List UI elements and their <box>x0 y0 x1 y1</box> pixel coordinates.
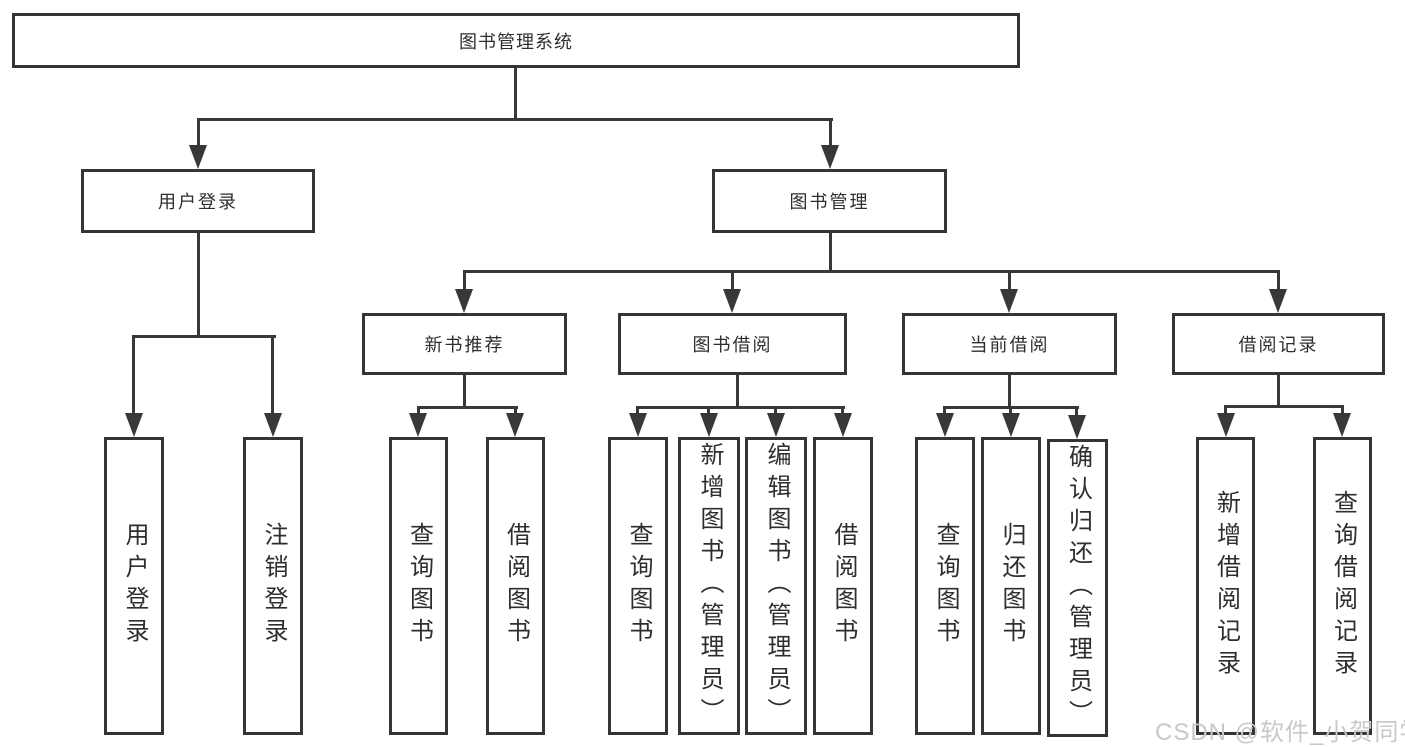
connector-borrow-hbar <box>636 406 845 409</box>
arrow-down-book-borrow <box>723 289 741 313</box>
connector-login-stem <box>197 233 200 337</box>
leaf-add-borrow-record-label: 新增借阅记录 <box>1212 490 1240 682</box>
connector-current-drop-2 <box>1009 406 1012 415</box>
leaf-return-books: 归还图书 <box>981 437 1041 735</box>
connector-borrow-drop-3 <box>774 406 777 415</box>
connector-mgmt-hbar <box>463 270 1280 273</box>
connector-current-drop-1 <box>943 406 946 415</box>
connector-root-stem <box>514 68 517 120</box>
leaf-add-borrow-record: 新增借阅记录 <box>1196 437 1255 735</box>
node-user-login-label: 用户登录 <box>158 192 238 212</box>
arrow-down-query-borrow-record <box>1333 413 1351 437</box>
connector-mgmt-drop-3 <box>1008 270 1011 291</box>
connector-login-drop-2 <box>271 335 274 415</box>
arrow-down-query-books-recommend <box>409 413 427 437</box>
connector-mgmt-stem <box>829 233 832 272</box>
connector-records-drop-1 <box>1224 405 1227 415</box>
connector-recommend-stem <box>463 375 466 409</box>
node-new-book-recommend-label: 新书推荐 <box>424 335 505 355</box>
arrow-down-new-book-recommend <box>455 289 473 313</box>
leaf-borrow-books-borrow: 借阅图书 <box>813 437 873 735</box>
leaf-logout-label: 注销登录 <box>260 522 287 650</box>
node-user-login: 用户登录 <box>81 169 315 233</box>
leaf-borrow-books-recommend-label: 借阅图书 <box>502 522 530 650</box>
leaf-edit-book-admin: 编辑图书（管理员） <box>745 437 807 735</box>
leaf-query-borrow-record-label: 查询借阅记录 <box>1329 490 1357 682</box>
leaf-add-book-admin-label: 新增图书（管理员） <box>696 442 723 730</box>
arrow-down-add-borrow-record <box>1217 413 1235 437</box>
leaf-query-books-current: 查询图书 <box>915 437 975 735</box>
connector-recommend-hbar <box>417 406 518 409</box>
connector-root-drop-right <box>829 118 832 148</box>
connector-login-hbar <box>132 335 276 338</box>
connector-borrow-drop-4 <box>841 406 844 415</box>
arrow-down-book-management <box>821 145 839 169</box>
arrow-down-edit-book-admin <box>767 413 785 437</box>
leaf-logout: 注销登录 <box>243 437 303 735</box>
arrow-down-borrow-records <box>1269 289 1287 313</box>
node-root: 图书管理系统 <box>12 13 1020 68</box>
connector-recommend-drop-1 <box>417 406 420 415</box>
connector-records-stem <box>1277 375 1280 408</box>
arrow-down-query-books-current <box>936 413 954 437</box>
leaf-query-borrow-record: 查询借阅记录 <box>1313 437 1372 735</box>
csdn-watermark: CSDN @软件_小贺同学 <box>1155 719 1405 746</box>
node-book-management-label: 图书管理 <box>789 192 870 212</box>
arrow-down-borrow-books-recommend <box>506 413 524 437</box>
node-borrow-records: 借阅记录 <box>1172 313 1385 375</box>
leaf-user-login: 用户登录 <box>104 437 164 735</box>
connector-borrow-drop-1 <box>636 406 639 415</box>
leaf-borrow-books-recommend: 借阅图书 <box>486 437 545 735</box>
connector-login-drop-1 <box>132 335 135 415</box>
leaf-user-login-label: 用户登录 <box>121 522 148 650</box>
node-current-borrow: 当前借阅 <box>902 313 1117 375</box>
node-book-borrow: 图书借阅 <box>618 313 847 375</box>
connector-records-hbar <box>1224 405 1344 408</box>
connector-current-drop-3 <box>1075 406 1078 415</box>
arrow-down-leaf-logout <box>264 413 282 437</box>
leaf-query-books-recommend-label: 查询图书 <box>405 522 433 650</box>
leaf-borrow-books-borrow-label: 借阅图书 <box>830 522 857 650</box>
arrow-down-user-login <box>189 145 207 169</box>
node-book-management: 图书管理 <box>712 169 947 233</box>
arrow-down-add-book-admin <box>700 413 718 437</box>
leaf-return-books-label: 归还图书 <box>998 522 1025 650</box>
arrow-down-leaf-user-login <box>125 413 143 437</box>
connector-root-drop-left <box>197 118 200 148</box>
arrow-down-borrow-books-borrow <box>834 413 852 437</box>
leaf-add-book-admin: 新增图书（管理员） <box>678 437 740 735</box>
leaf-query-books-recommend: 查询图书 <box>389 437 448 735</box>
leaf-query-books-borrow: 查询图书 <box>608 437 668 735</box>
leaf-edit-book-admin-label: 编辑图书（管理员） <box>763 442 790 730</box>
connector-mgmt-drop-1 <box>463 270 466 291</box>
node-new-book-recommend: 新书推荐 <box>362 313 567 375</box>
arrow-down-current-borrow <box>1000 289 1018 313</box>
node-borrow-records-label: 借阅记录 <box>1238 335 1319 355</box>
node-current-borrow-label: 当前借阅 <box>969 335 1050 355</box>
connector-current-stem <box>1008 375 1011 409</box>
leaf-confirm-return-admin: 确认归还（管理员） <box>1047 439 1108 737</box>
node-root-label: 图书管理系统 <box>459 31 573 52</box>
arrow-down-query-books-borrow <box>629 413 647 437</box>
leaf-confirm-return-admin-label: 确认归还（管理员） <box>1064 444 1092 732</box>
connector-borrow-stem <box>736 375 739 409</box>
leaf-query-books-borrow-label: 查询图书 <box>625 522 652 650</box>
connector-mgmt-drop-2 <box>731 270 734 291</box>
leaf-query-books-current-label: 查询图书 <box>932 522 959 650</box>
node-book-borrow-label: 图书借阅 <box>692 335 773 355</box>
arrow-down-confirm-return-admin <box>1068 415 1086 439</box>
arrow-down-return-books <box>1002 413 1020 437</box>
connector-recommend-drop-2 <box>514 406 517 415</box>
connector-borrow-drop-2 <box>707 406 710 415</box>
connector-root-hbar <box>197 118 833 121</box>
connector-records-drop-2 <box>1341 405 1344 415</box>
connector-mgmt-drop-4 <box>1277 270 1280 291</box>
